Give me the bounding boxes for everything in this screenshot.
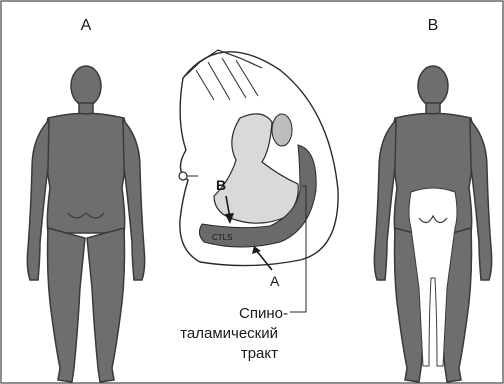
ventral-root-circle — [179, 172, 187, 180]
body-figure-b — [374, 66, 491, 382]
label-a: A — [81, 17, 92, 34]
arrow-a-label: A — [270, 273, 280, 289]
tract-label-line1: Спино- — [239, 305, 288, 322]
spinal-cord-section: CTLS B A — [179, 50, 338, 312]
tract-label-line2: таламический — [180, 325, 278, 342]
dorsal-column — [272, 114, 292, 146]
tract-cells-text: CTLS — [212, 233, 232, 242]
arrow-b-label: B — [216, 177, 226, 193]
label-b: B — [428, 17, 439, 34]
tract-label-line3: тракт — [241, 345, 278, 362]
silhouette-a — [27, 66, 144, 382]
body-figure-a — [27, 66, 144, 382]
